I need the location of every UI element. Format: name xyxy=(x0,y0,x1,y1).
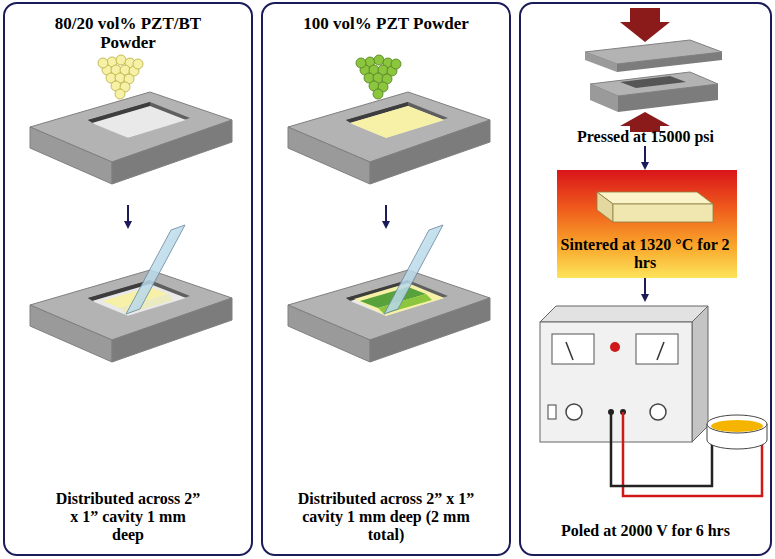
press xyxy=(585,8,722,132)
step-label: Pressed at 15000 psi xyxy=(531,128,761,146)
process-panel: Pressed at 15000 psiPoled at 2000 V for … xyxy=(519,2,772,556)
step-label: Poled at 2000 V for 6 hrs xyxy=(531,522,761,540)
mold-with-blade xyxy=(288,225,490,362)
step-label: Sintered at 1320 °C for 2 hrs xyxy=(560,236,730,272)
panel-heading: 100 vol% PZT Powder xyxy=(301,14,471,33)
wires xyxy=(611,412,762,496)
mold-with-powder xyxy=(30,55,232,184)
process-panel: 100 vol% PZT PowderDistributed across 2”… xyxy=(261,2,511,556)
panel-heading: 80/20 vol% PZT/BT Powder xyxy=(43,14,213,52)
furnace-box: Sintered at 1320 °C for 2 hrs xyxy=(557,170,737,278)
process-panel: 80/20 vol% PZT/BT PowderDistributed acro… xyxy=(3,2,253,556)
mold-with-powder xyxy=(288,55,490,184)
step-label: Distributed across 2” x 1” cavity 1 mm d… xyxy=(53,490,203,544)
poling-dish xyxy=(707,415,767,449)
mold-with-blade xyxy=(30,225,232,362)
step-label: Distributed across 2” x 1” cavity 1 mm d… xyxy=(286,490,486,544)
